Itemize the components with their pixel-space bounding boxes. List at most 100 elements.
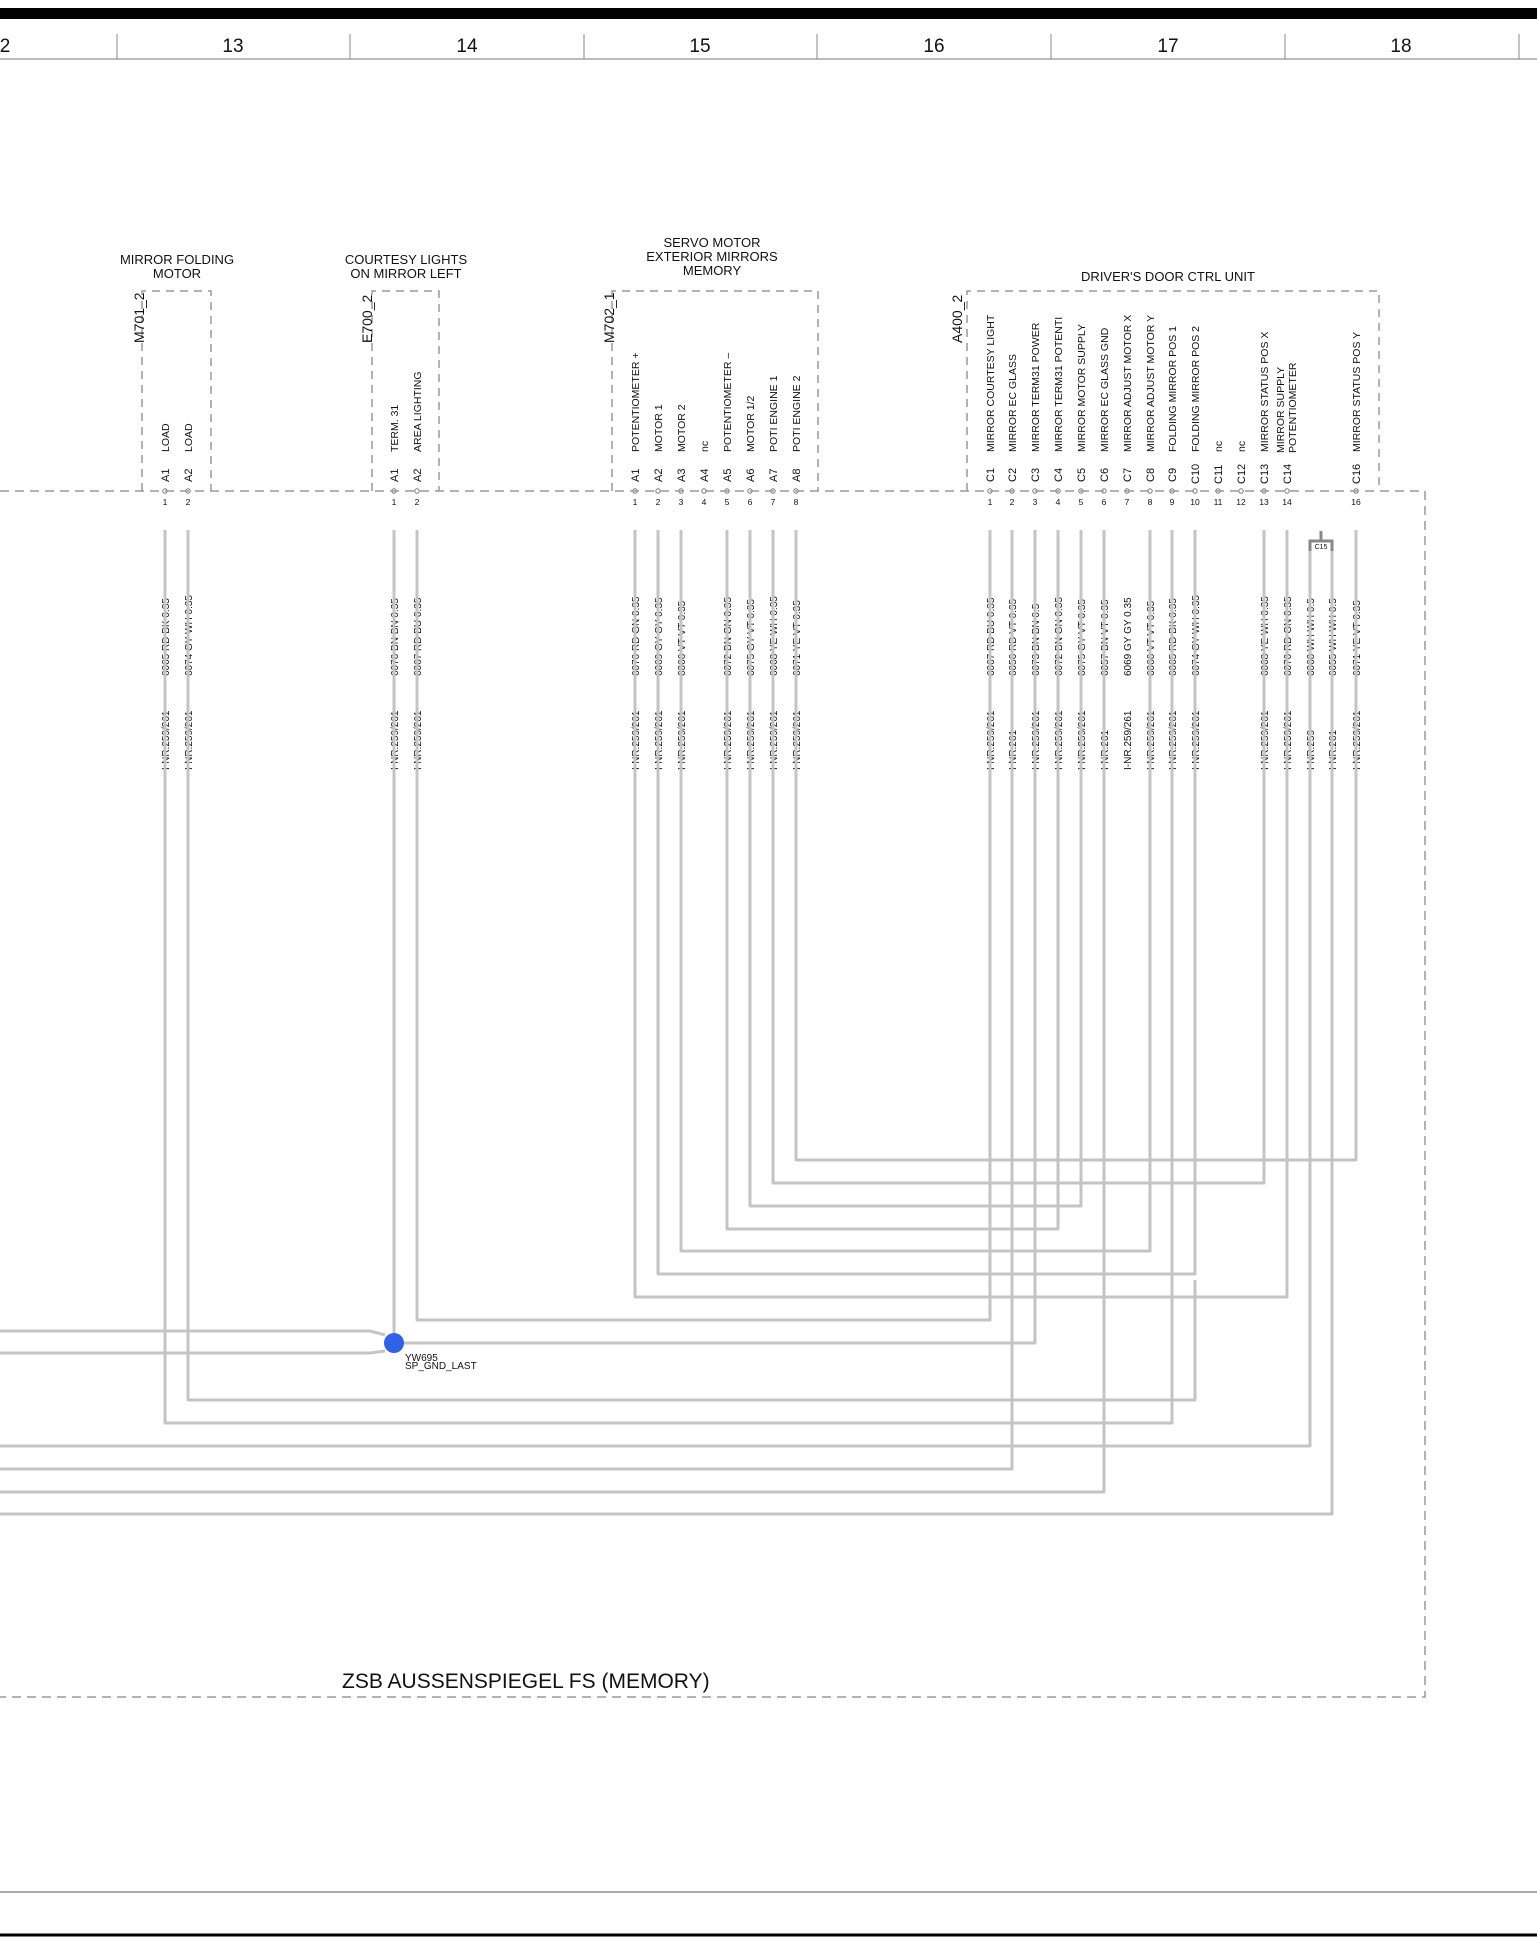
pin-number: 8 bbox=[794, 497, 799, 507]
pin-number: 1 bbox=[163, 497, 168, 507]
pin-cavity: A2 bbox=[183, 469, 195, 482]
pin-number: 2 bbox=[656, 497, 661, 507]
connector-outline bbox=[611, 290, 819, 491]
pin-cavity: C1 bbox=[985, 468, 997, 482]
wire-route bbox=[633, 530, 1289, 1299]
pin-function: MIRROR TERM31 POWER bbox=[1030, 322, 1042, 452]
pin-function: MOTOR 1 bbox=[653, 404, 665, 452]
pin-number: 1 bbox=[633, 497, 638, 507]
pin-function: MIRROR STATUS POS X bbox=[1259, 332, 1271, 452]
pin-cavity: C16 bbox=[1351, 464, 1363, 484]
harness-title: ZSB AUSSENSPIEGEL FS (MEMORY) bbox=[342, 1670, 710, 1693]
pin-number: 4 bbox=[702, 497, 707, 507]
pin-function: LOAD bbox=[160, 423, 172, 452]
pin-function: MOTOR 2 bbox=[676, 404, 688, 452]
wire-route bbox=[0, 551, 1334, 1516]
pin-number: 12 bbox=[1236, 497, 1246, 507]
pin-contact bbox=[655, 488, 661, 494]
pin-number: 4 bbox=[1056, 497, 1061, 507]
pin-number: 8 bbox=[1148, 497, 1153, 507]
pin-function: MIRROR TERM31 POTENTI bbox=[1053, 317, 1065, 452]
pin-number: 6 bbox=[748, 497, 753, 507]
connector-outline bbox=[141, 290, 212, 491]
wire-route bbox=[725, 530, 1060, 1231]
pin-number: 14 bbox=[1282, 497, 1292, 507]
zone-number: 14 bbox=[456, 36, 478, 57]
pin-cavity: C3 bbox=[1030, 468, 1042, 482]
wire-route bbox=[404, 530, 1037, 1345]
pin-number: 13 bbox=[1259, 497, 1269, 507]
bridge-label: C15 bbox=[1315, 544, 1328, 551]
pin-cavity: A4 bbox=[699, 469, 711, 482]
zone-number: 2 bbox=[0, 36, 10, 57]
pin-function: nc bbox=[699, 441, 711, 452]
splice-point[interactable] bbox=[384, 1333, 404, 1353]
pin-cavity: C5 bbox=[1076, 468, 1088, 482]
pin-cavity: C2 bbox=[1007, 468, 1019, 482]
wire-route bbox=[415, 530, 992, 1322]
connector-title: ON MIRROR LEFT bbox=[350, 266, 461, 281]
pin-function: POTI ENGINE 1 bbox=[768, 375, 780, 452]
pin-function: MIRROR EC GLASS GND bbox=[1099, 327, 1111, 452]
pin-function: POTENTIOMETER bbox=[1287, 362, 1299, 453]
wire-route bbox=[186, 530, 1197, 1402]
pin-m702-A5[interactable]: POTENTIOMETER –A55 bbox=[722, 353, 734, 507]
pin-cavity: A7 bbox=[768, 469, 780, 482]
pin-contact bbox=[414, 488, 420, 494]
pin-cavity: A2 bbox=[412, 469, 424, 482]
pin-cavity: A1 bbox=[630, 469, 642, 482]
connector-title: SERVO MOTOR bbox=[663, 235, 760, 250]
pin-function: POTENTIOMETER – bbox=[722, 353, 734, 452]
connector-ref: M701_2 bbox=[131, 292, 147, 343]
pin-number: 5 bbox=[725, 497, 730, 507]
pin-function: MIRROR SUPPLY bbox=[1275, 367, 1287, 453]
pin-a400-C3[interactable]: MIRROR TERM31 POWER C3 3 bbox=[1030, 322, 1042, 507]
pin-a400-C4[interactable]: MIRROR TERM31 POTENTI C4 4 bbox=[1053, 317, 1065, 507]
top-border bbox=[0, 8, 1537, 19]
wire-route bbox=[771, 530, 1266, 1185]
pin-function: POTI ENGINE 2 bbox=[791, 375, 803, 452]
pin-cavity: A8 bbox=[791, 469, 803, 482]
wire-route bbox=[163, 530, 1174, 1425]
pin-number: 3 bbox=[679, 497, 684, 507]
pin-number: 9 bbox=[1170, 497, 1175, 507]
pin-m702-A8[interactable]: POTI ENGINE 2 A8 8 bbox=[791, 375, 803, 507]
wire-route bbox=[794, 530, 1358, 1162]
pin-number: 1 bbox=[988, 497, 993, 507]
pin-function: nc bbox=[1236, 441, 1248, 452]
pin-cavity: C12 bbox=[1236, 464, 1248, 484]
pin-m702-A1[interactable]: POTENTIOMETER + A1 1 bbox=[630, 353, 642, 507]
pin-number: 7 bbox=[1125, 497, 1130, 507]
pin-number: 3 bbox=[1033, 497, 1038, 507]
pin-number: 16 bbox=[1351, 497, 1361, 507]
pin-cavity: C4 bbox=[1053, 468, 1065, 482]
pin-cavity: C11 bbox=[1213, 465, 1225, 484]
pin-function: POTENTIOMETER + bbox=[630, 353, 642, 452]
